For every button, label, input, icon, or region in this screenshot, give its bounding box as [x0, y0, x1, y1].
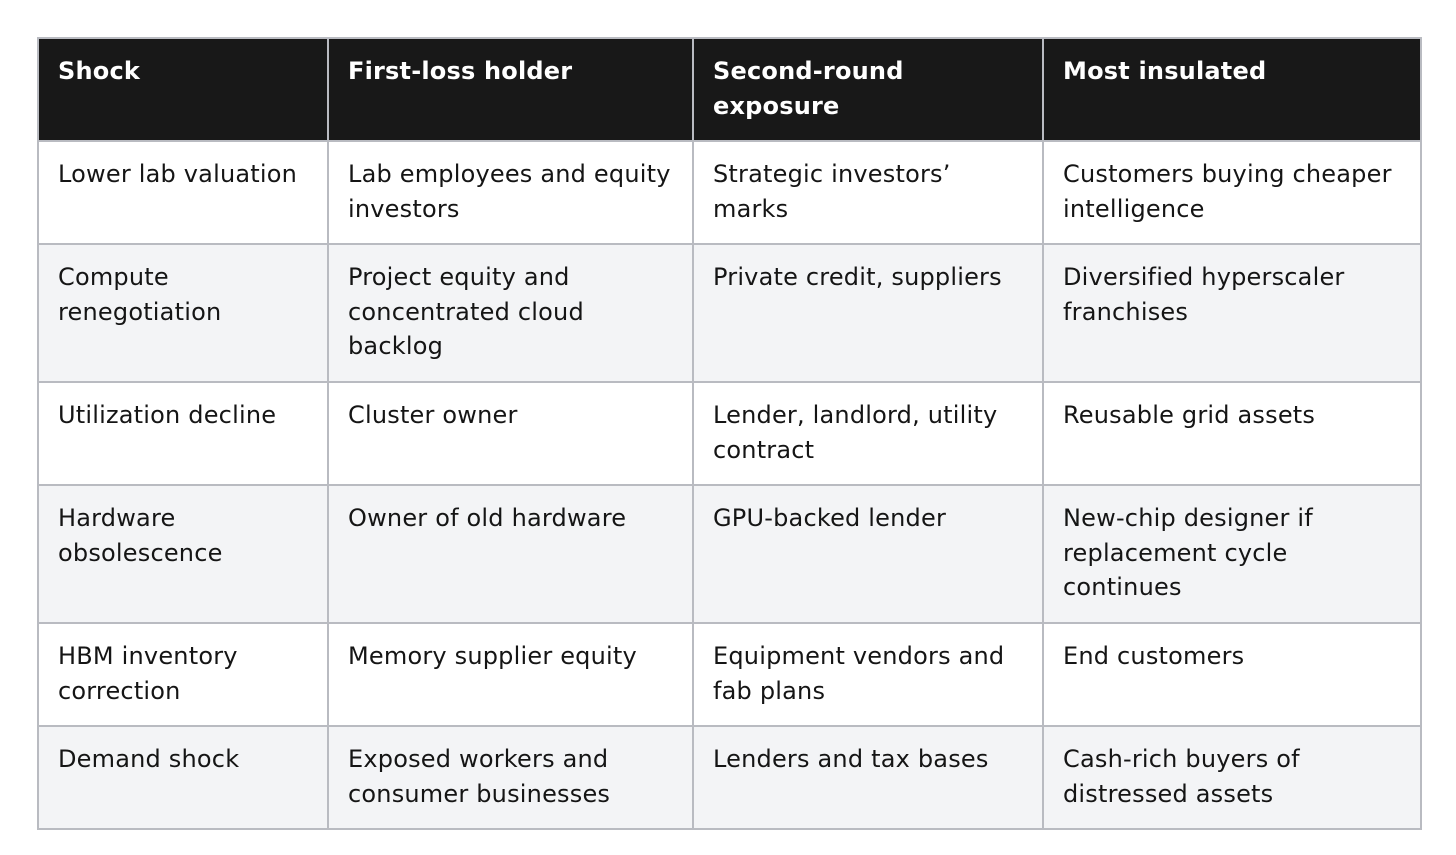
cell-shock: Demand shock — [37, 725, 329, 830]
header-first-loss-holder: First-loss holder — [327, 37, 694, 142]
header-shock: Shock — [37, 37, 329, 142]
cell-most-insulated: End customers — [1042, 622, 1422, 727]
cell-second-round-exposure: Private credit, suppliers — [692, 243, 1044, 383]
cell-shock: Hardware obsolescence — [37, 484, 329, 624]
shock-exposure-table: Shock First-loss holder Second-round exp… — [37, 37, 1422, 830]
cell-most-insulated: New-chip designer if replacement cycle c… — [1042, 484, 1422, 624]
header-row: Shock First-loss holder Second-round exp… — [37, 37, 1422, 142]
cell-first-loss-holder: Memory supplier equity — [327, 622, 694, 727]
cell-shock: Lower lab valuation — [37, 140, 329, 245]
cell-second-round-exposure: Strategic investors’ marks — [692, 140, 1044, 245]
cell-shock: HBM inventory correction — [37, 622, 329, 727]
table-row: Demand shock Exposed workers and consume… — [37, 725, 1422, 830]
table-row: HBM inventory correction Memory supplier… — [37, 622, 1422, 727]
cell-second-round-exposure: Lenders and tax bases — [692, 725, 1044, 830]
cell-most-insulated: Customers buying cheaper intelligence — [1042, 140, 1422, 245]
cell-second-round-exposure: Equipment vendors and fab plans — [692, 622, 1044, 727]
header-most-insulated: Most insulated — [1042, 37, 1422, 142]
table-body: Lower lab valuation Lab employees and eq… — [37, 140, 1422, 830]
cell-first-loss-holder: Lab employees and equity investors — [327, 140, 694, 245]
table-row: Compute renegotiation Project equity and… — [37, 243, 1422, 383]
table-row: Utilization decline Cluster owner Lender… — [37, 381, 1422, 486]
cell-most-insulated: Reusable grid assets — [1042, 381, 1422, 486]
table-row: Lower lab valuation Lab employees and eq… — [37, 140, 1422, 245]
table-row: Hardware obsolescence Owner of old hardw… — [37, 484, 1422, 624]
cell-second-round-exposure: Lender, landlord, utility contract — [692, 381, 1044, 486]
cell-shock: Utilization decline — [37, 381, 329, 486]
cell-most-insulated: Diversified hyperscaler franchises — [1042, 243, 1422, 383]
cell-first-loss-holder: Cluster owner — [327, 381, 694, 486]
shock-exposure-table-container: Shock First-loss holder Second-round exp… — [37, 37, 1422, 830]
table-header: Shock First-loss holder Second-round exp… — [37, 37, 1422, 142]
cell-first-loss-holder: Exposed workers and consumer businesses — [327, 725, 694, 830]
cell-most-insulated: Cash-rich buyers of distressed assets — [1042, 725, 1422, 830]
cell-second-round-exposure: GPU-backed lender — [692, 484, 1044, 624]
cell-first-loss-holder: Project equity and concentrated cloud ba… — [327, 243, 694, 383]
cell-first-loss-holder: Owner of old hardware — [327, 484, 694, 624]
cell-shock: Compute renegotiation — [37, 243, 329, 383]
header-second-round-exposure: Second-round exposure — [692, 37, 1044, 142]
